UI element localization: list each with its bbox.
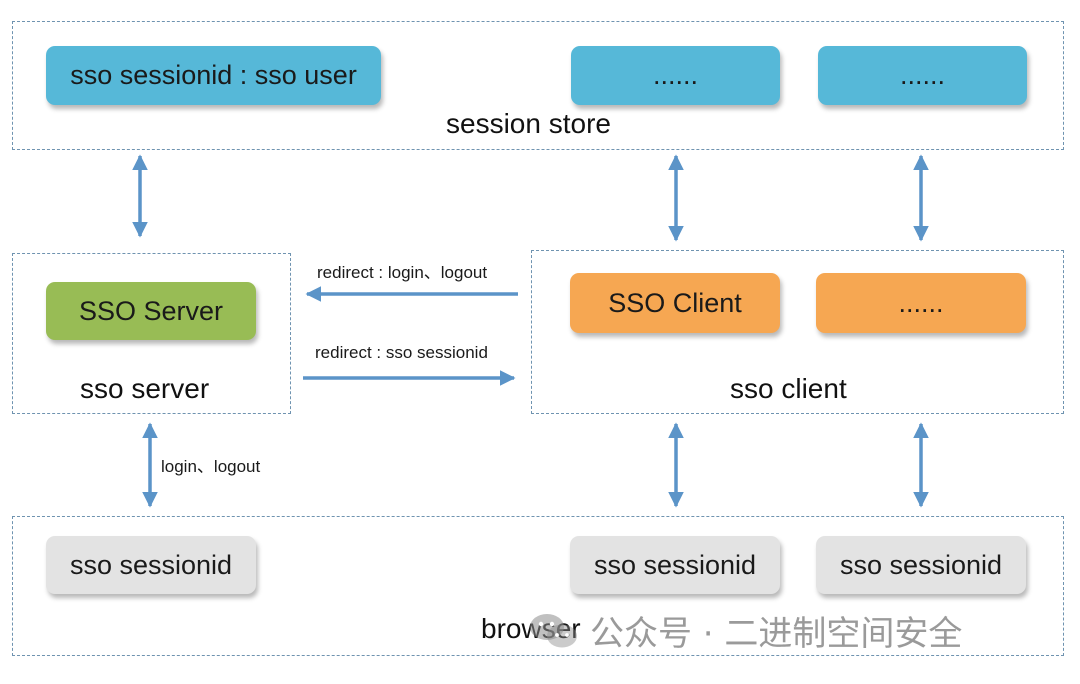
sso-client-box: SSO Client — [570, 273, 780, 333]
sso-client-label: sso client — [730, 373, 847, 404]
store-box-ellipsis: ...... — [818, 46, 1027, 105]
store-box-ellipsis: ...... — [571, 46, 780, 105]
browser-region — [12, 516, 1064, 656]
sso-client-box-ellipsis: ...... — [816, 273, 1026, 333]
sso-server-box: SSO Server — [46, 282, 256, 340]
store-box-sso-user: sso sessionid : sso user — [46, 46, 381, 105]
browser-sessionid-box: sso sessionid — [570, 536, 780, 594]
sso-server-label: sso server — [80, 373, 210, 404]
redirect-login-logout-label: redirect : login、logout — [317, 263, 488, 282]
sso-client-region — [531, 250, 1064, 414]
login-logout-label: login、logout — [161, 457, 261, 476]
redirect-sessionid-label: redirect : sso sessionid — [315, 343, 488, 362]
session-store-region — [12, 21, 1064, 150]
session-store-label: session store — [446, 108, 611, 139]
browser-sessionid-box: sso sessionid — [46, 536, 256, 594]
browser-sessionid-box: sso sessionid — [816, 536, 1026, 594]
sso-server-region — [12, 253, 291, 414]
